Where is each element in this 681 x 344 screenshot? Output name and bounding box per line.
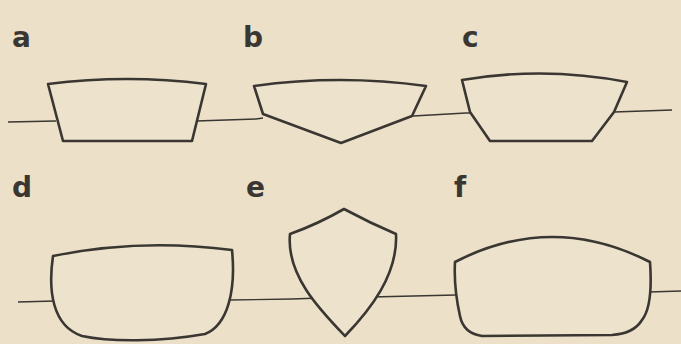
hull-section: [48, 79, 206, 141]
waterline: [649, 291, 681, 292]
panel-letter: e: [246, 174, 265, 202]
panel-letter: a: [12, 24, 31, 52]
panel-letter: b: [243, 24, 263, 52]
hull-section: [51, 245, 233, 340]
panel-letter: f: [454, 174, 466, 202]
hull-section: [254, 80, 426, 143]
panel-letter: c: [462, 24, 479, 52]
hull-section: [462, 73, 627, 141]
panel-letter: d: [12, 174, 32, 202]
hull-section: [455, 237, 651, 336]
hull-section: [290, 209, 396, 336]
